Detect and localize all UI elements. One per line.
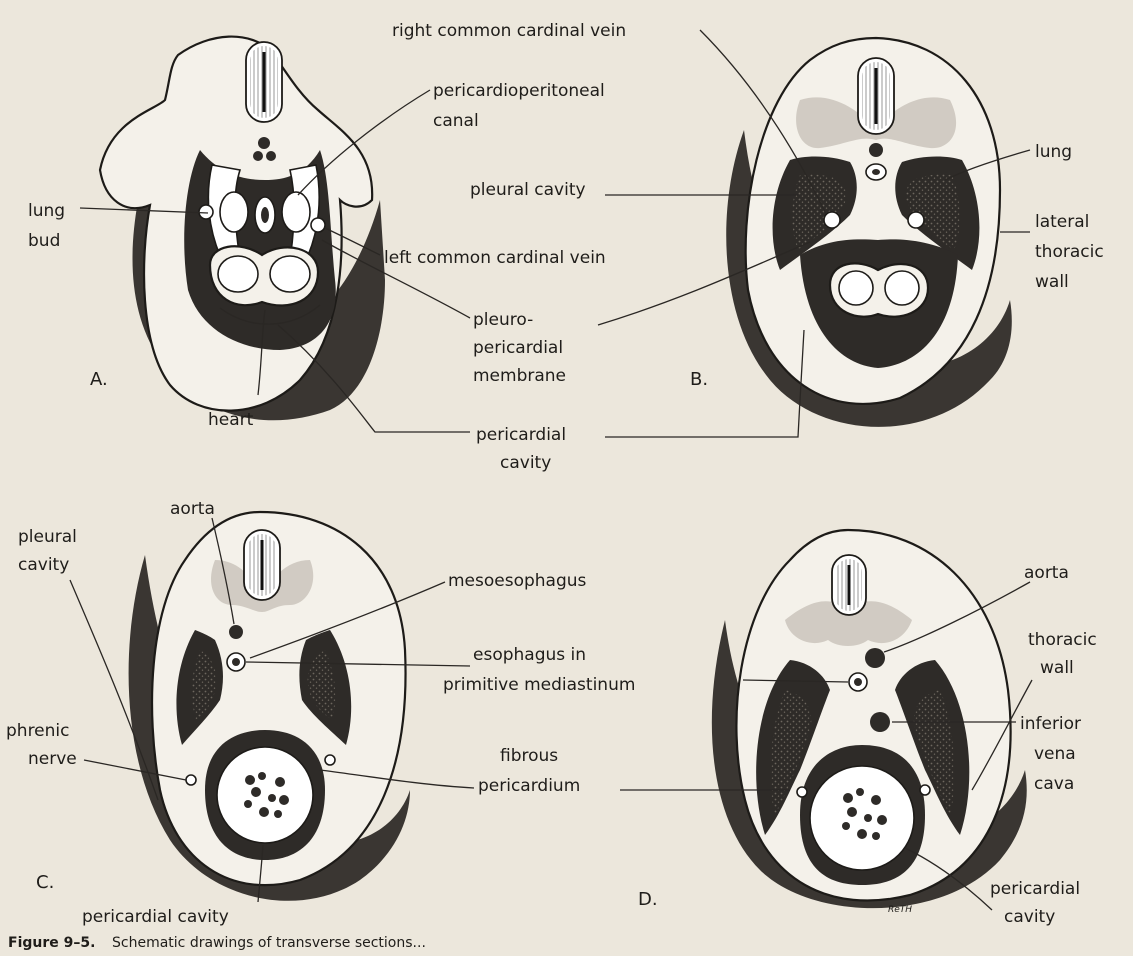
figure-number: Figure 9–5. bbox=[8, 935, 95, 951]
panel-c-phrenic-nerve bbox=[186, 775, 196, 785]
label-cavity-shared: cavity bbox=[500, 453, 551, 473]
label-bud-a: bud bbox=[28, 231, 60, 251]
figure-caption: Schematic drawings of transverse section… bbox=[112, 935, 426, 951]
label-inferior: inferior bbox=[1020, 714, 1081, 734]
artist-signature: ReTH bbox=[888, 905, 912, 915]
panel-d-inferior-vena-cava bbox=[870, 712, 890, 732]
panel-d-aorta bbox=[865, 648, 885, 668]
panel-d-letter: D. bbox=[638, 889, 658, 910]
label-left-common-cardinal-vein: left common cardinal vein bbox=[384, 248, 606, 268]
panel-c-aorta bbox=[229, 625, 243, 639]
label-aorta-c: aorta bbox=[170, 499, 215, 519]
label-lung-a: lung bbox=[28, 201, 65, 221]
label-esophagus-in: esophagus in bbox=[473, 645, 586, 665]
panel-c bbox=[129, 512, 410, 901]
label-primitive-mediastinum: primitive mediastinum bbox=[443, 675, 635, 695]
label-pericardial-membrane-1: pericardial bbox=[473, 338, 563, 358]
label-cavity-d: cavity bbox=[1004, 907, 1055, 927]
label-pericardioperitoneal: pericardioperitoneal bbox=[433, 81, 605, 101]
panel-b bbox=[726, 38, 1012, 427]
panel-c-letter: C. bbox=[36, 872, 54, 893]
label-pericardial-d: pericardial bbox=[990, 879, 1080, 899]
panel-a-notochord bbox=[258, 137, 270, 149]
panel-b-right-cardinal-vein bbox=[824, 212, 840, 228]
label-nerve: nerve bbox=[28, 749, 77, 769]
label-membrane: membrane bbox=[473, 366, 566, 386]
label-phrenic: phrenic bbox=[6, 721, 69, 741]
label-thoracic-b: thoracic bbox=[1035, 242, 1104, 262]
label-pericardial-shared: pericardial bbox=[476, 425, 566, 445]
label-wall-b: wall bbox=[1035, 272, 1069, 292]
label-right-common-cardinal-vein: right common cardinal vein bbox=[392, 21, 626, 41]
label-wall-d: wall bbox=[1040, 658, 1074, 678]
label-thoracic-d: thoracic bbox=[1028, 630, 1097, 650]
label-vena: vena bbox=[1034, 744, 1076, 764]
label-cava: cava bbox=[1034, 774, 1074, 794]
label-pericardial-cavity-c: pericardial cavity bbox=[82, 907, 229, 927]
label-canal: canal bbox=[433, 111, 479, 131]
panel-a-lung-bud-left bbox=[220, 192, 248, 232]
label-pleural-c: pleural bbox=[18, 527, 77, 547]
label-pleuro: pleuro- bbox=[473, 310, 533, 330]
panel-a bbox=[100, 37, 385, 421]
panel-d bbox=[712, 530, 1027, 908]
panel-a-cardinal-vein-left bbox=[199, 205, 213, 219]
label-cavity-c: cavity bbox=[18, 555, 69, 575]
label-fibrous: fibrous bbox=[500, 746, 558, 766]
panel-b-letter: B. bbox=[690, 369, 708, 390]
label-lateral: lateral bbox=[1035, 212, 1089, 232]
label-pleural-cavity-b: pleural cavity bbox=[470, 180, 586, 200]
label-lung-b: lung bbox=[1035, 142, 1072, 162]
label-pericardium: pericardium bbox=[478, 776, 580, 796]
label-aorta-d: aorta bbox=[1024, 563, 1069, 583]
panel-a-letter: A. bbox=[90, 369, 108, 390]
label-mesoesophagus: mesoesophagus bbox=[448, 571, 587, 591]
label-heart: heart bbox=[208, 410, 254, 430]
